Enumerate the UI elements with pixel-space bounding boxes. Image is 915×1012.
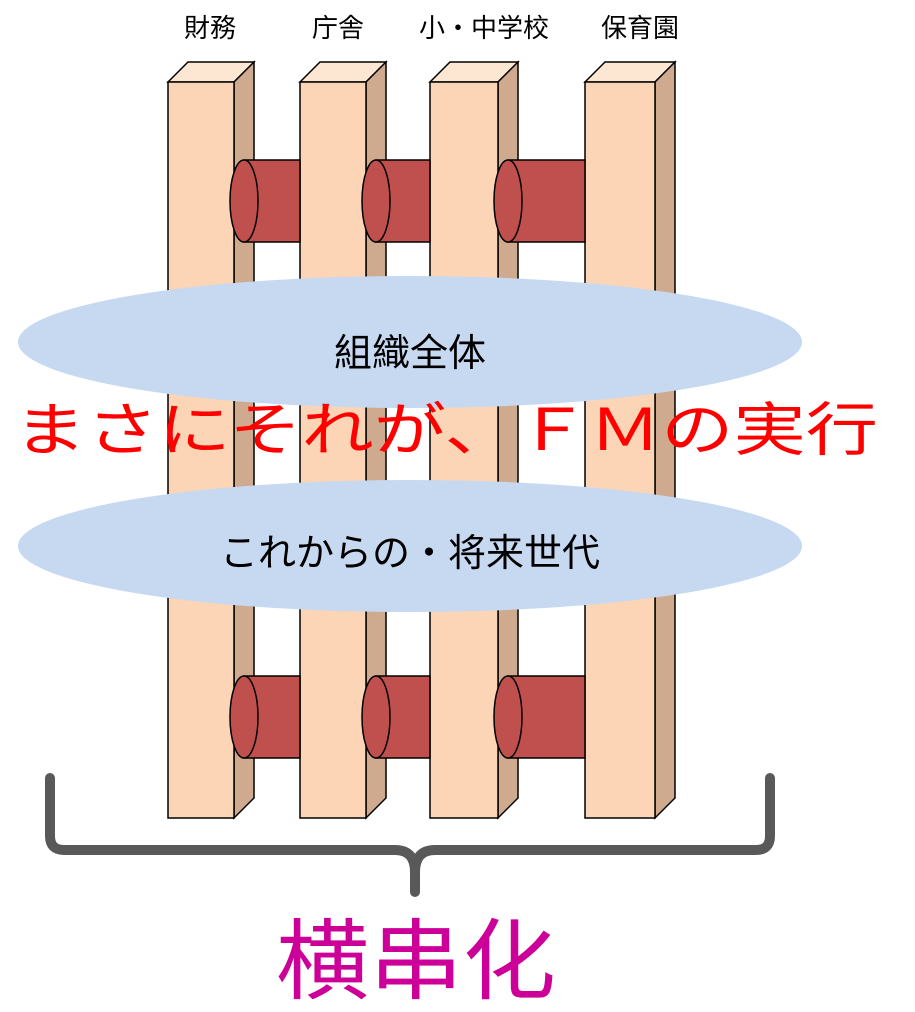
pillar-label-finance: 財務 (184, 14, 236, 44)
overlay-statement: まさにそれが、ＦＭの実行 (14, 396, 878, 464)
bottom-label-horizontal-integration: 横串化 (276, 910, 556, 1012)
ellipse-top-label: 組織全体 (334, 331, 486, 375)
connector-lower-1 (229, 675, 301, 759)
pillar-front-face (299, 81, 367, 819)
connectors (229, 159, 586, 759)
connector-upper-2 (361, 159, 431, 243)
connector-lower-2 (361, 675, 431, 759)
connector-lower-3 (493, 675, 586, 759)
connector-upper-1 (229, 159, 301, 243)
pillar-front-face (429, 81, 499, 819)
pillar-nursery (583, 60, 677, 820)
pillar-front-face (584, 81, 656, 819)
ellipse-organization-whole (18, 276, 802, 408)
ellipse-future-generations (18, 480, 802, 612)
pillar-label-nursery: 保育園 (601, 14, 679, 44)
pillar-label-schools: 小・中学校 (419, 14, 549, 44)
connector-upper-3 (493, 159, 586, 243)
curly-brace-icon (45, 773, 775, 897)
pillar-front-face (167, 81, 235, 819)
pillar-label-government-building: 庁舎 (312, 14, 364, 44)
pillar-government-building (298, 60, 388, 820)
ellipse-bottom-label: これからの・将来世代 (220, 531, 600, 575)
pillars (166, 60, 677, 820)
